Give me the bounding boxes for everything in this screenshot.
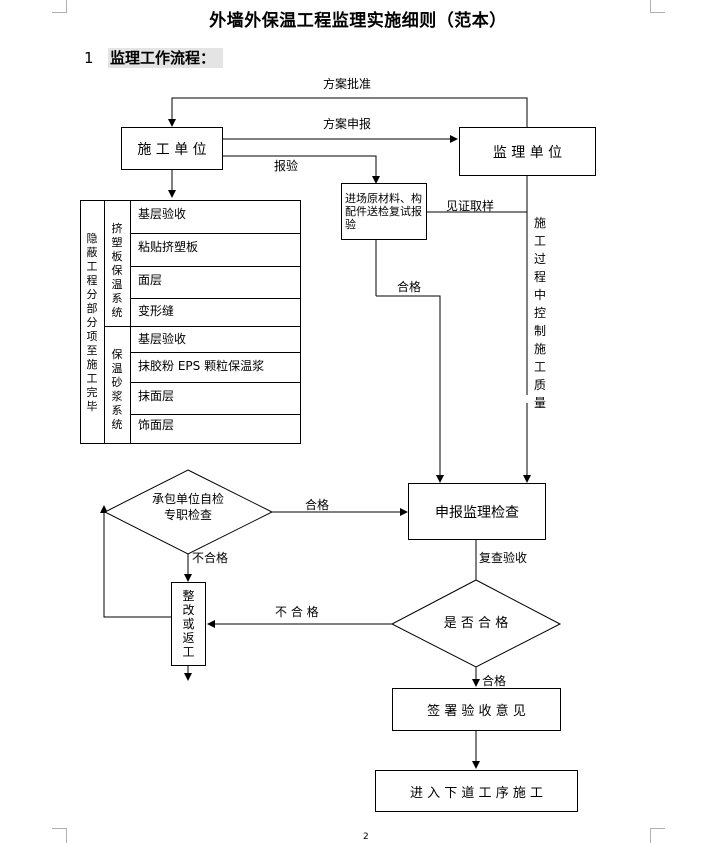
- crop-mark-bottom-left: [52, 828, 67, 843]
- mortar-step-3: 抹面层: [138, 389, 175, 403]
- page-number: 2: [363, 832, 369, 842]
- mortar-step-1: 基层验收: [138, 332, 187, 346]
- section-number: 1: [84, 49, 94, 67]
- eps-step-4: 变形缝: [138, 304, 175, 318]
- label-qualified-1: 合格: [397, 280, 422, 294]
- label-qualified-2: 合格: [305, 498, 330, 512]
- process-quality-control-label: 施工过程中控制施工质量: [533, 216, 546, 410]
- supervision-unit-label: 监 理 单 位: [492, 144, 563, 161]
- rectify-rework-box: 整改或返工: [171, 582, 206, 666]
- eps-step-3: 面层: [138, 273, 163, 287]
- hidden-works-table-grid: [80, 200, 301, 444]
- eps-step-1: 基层验收: [138, 207, 187, 221]
- section-title: 监理工作流程：: [108, 48, 224, 68]
- sign-acceptance-label: 签 署 验 收 意 见: [427, 704, 526, 719]
- next-process-box: 进 入 下 道 工 序 施 工: [375, 770, 578, 812]
- label-scheme-submit: 方案申报: [323, 117, 372, 131]
- supervision-unit-box: 监 理 单 位: [459, 127, 596, 176]
- next-process-label: 进 入 下 道 工 序 施 工: [410, 785, 543, 801]
- hidden-works-label: 隐蔽工程分部分项至施工完毕: [86, 232, 98, 413]
- label-unqualified-1: 不合格: [192, 551, 229, 565]
- crop-mark-top-left: [52, 0, 67, 13]
- submit-supervision-check-label: 申报监理检查: [435, 504, 519, 521]
- crop-mark-top-right: [650, 0, 665, 13]
- section-heading: 1 监理工作流程：: [84, 47, 224, 68]
- label-scheme-approval: 方案批准: [323, 77, 372, 91]
- rectify-rework-label: 整改或返工: [182, 589, 195, 659]
- group-eps-label: 挤塑板保温系统: [111, 222, 123, 319]
- label-witness-sampling: 见证取样: [446, 199, 495, 213]
- group-mortar-label: 保温砂浆系统: [111, 348, 123, 431]
- label-unqualified-2: 不 合 格: [275, 605, 319, 619]
- arrow-report-inspection: [223, 155, 380, 184]
- mortar-step-2: 抹胶粉 EPS 颗粒保温浆: [138, 359, 265, 373]
- construction-unit-label: 施 工 单 位: [137, 141, 207, 158]
- arrow-scheme-approval: [168, 97, 528, 127]
- eps-step-2: 粘贴挤塑板: [138, 240, 199, 254]
- document-title: 外墙外保温工程监理实施细则（范本）: [209, 11, 507, 31]
- sign-acceptance-box: 签 署 验 收 意 见: [392, 688, 561, 731]
- materials-box: 进场原材料、构配件送检复试报验: [341, 183, 427, 240]
- mortar-step-4: 饰面层: [138, 418, 175, 432]
- label-qualified-3: 合格: [482, 674, 507, 688]
- label-recheck: 复查验收: [479, 551, 528, 565]
- diamond-self-check: [103, 469, 274, 555]
- crop-mark-bottom-right: [650, 828, 665, 843]
- submit-supervision-check-box: 申报监理检查: [408, 483, 546, 540]
- is-qualified-label: 是 否 合 格: [443, 616, 509, 631]
- arrow-rework-feedback: [100, 505, 171, 618]
- diamond-is-qualified: [390, 579, 562, 668]
- contractor-self-check-label: 承包单位自检专职检查: [151, 492, 224, 522]
- construction-unit-box: 施 工 单 位: [121, 127, 223, 170]
- label-report-inspection: 报验: [274, 159, 299, 173]
- arrow-qualified-to-check: [376, 295, 444, 483]
- materials-box-label: 进场原材料、构配件送检复试报验: [345, 192, 422, 231]
